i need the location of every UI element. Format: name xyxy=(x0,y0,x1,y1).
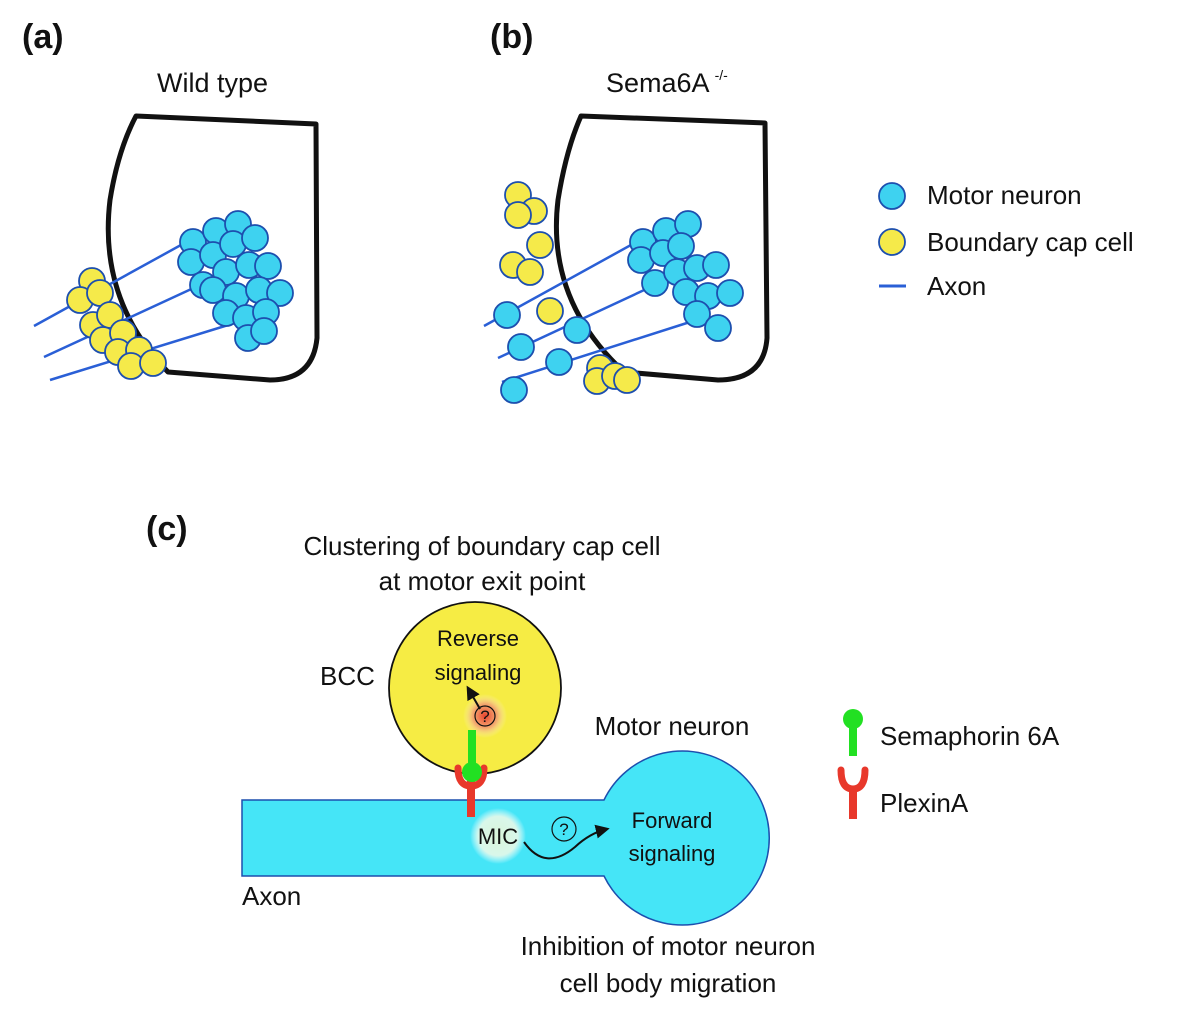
panel-a: (a) Wild type xyxy=(22,18,320,383)
panel-b-title: Sema6A -/- xyxy=(606,67,728,98)
boundary-cap-cells-b xyxy=(499,181,641,395)
legend-boundary-cap-cell-swatch xyxy=(878,228,906,256)
panel-a-title: Wild type xyxy=(157,68,268,98)
bcc-label: BCC xyxy=(320,661,375,691)
clustering-label-line2: at motor exit point xyxy=(379,566,586,596)
legend-boundary-cap-cell-label: Boundary cap cell xyxy=(927,227,1134,257)
spinal-cord-outline-a xyxy=(105,113,320,383)
panel-b: (b) Sema6A -/- xyxy=(483,18,770,404)
legend-motor-neuron-label: Motor neuron xyxy=(927,180,1082,210)
panel-b-title-main: Sema6A xyxy=(606,68,710,98)
legend-bottom: Semaphorin 6A PlexinA xyxy=(837,709,1060,819)
mic-label: MIC xyxy=(478,824,518,849)
motor-neuron-label: Motor neuron xyxy=(595,711,750,741)
motor-neurons-a xyxy=(177,210,294,352)
inhibition-label-line2: cell body migration xyxy=(560,968,777,998)
reverse-signaling-unknown-icon xyxy=(474,705,496,727)
panel-b-label: (b) xyxy=(490,18,533,56)
reverse-signaling-arrow xyxy=(466,685,481,710)
spinal-cord-outline-b xyxy=(553,113,770,383)
forward-signaling-unknown-icon xyxy=(551,816,577,842)
semaphorin-ligand xyxy=(462,730,482,782)
legend-motor-neuron-swatch xyxy=(878,182,906,210)
mic-glow xyxy=(470,808,526,864)
motor-neurons-b xyxy=(493,210,744,404)
panel-a-label: (a) xyxy=(22,18,64,56)
legend-axon-label: Axon xyxy=(927,271,986,301)
reverse-signaling-unknown-glow xyxy=(463,694,507,738)
forward-signaling-arrow xyxy=(523,824,610,860)
panel-c: (c) Clustering of boundary cap cell at m… xyxy=(146,510,815,998)
forward-signaling-line2: signaling xyxy=(629,841,716,866)
legend-semaphorin-swatch xyxy=(843,709,863,756)
panel-c-label: (c) xyxy=(146,510,188,548)
reverse-signaling-line1: Reverse xyxy=(437,626,519,651)
legend-semaphorin-label: Semaphorin 6A xyxy=(880,721,1060,751)
plexin-receptor xyxy=(454,764,488,817)
clustering-label-line1: Clustering of boundary cap cell xyxy=(304,531,661,561)
forward-question-mark: ? xyxy=(559,820,568,839)
panel-b-title-superscript: -/- xyxy=(715,67,729,83)
inhibition-label-line1: Inhibition of motor neuron xyxy=(521,931,816,961)
legend-plexin-swatch xyxy=(837,766,869,819)
reverse-question-mark: ? xyxy=(480,707,489,726)
reverse-signaling-line2: signaling xyxy=(435,660,522,685)
axon-label: Axon xyxy=(242,881,301,911)
legend-plexin-label: PlexinA xyxy=(880,788,969,818)
legend-top: Motor neuron Boundary cap cell Axon xyxy=(878,180,1134,301)
boundary-cap-cells-a xyxy=(66,267,167,380)
forward-signaling-line1: Forward xyxy=(632,808,713,833)
